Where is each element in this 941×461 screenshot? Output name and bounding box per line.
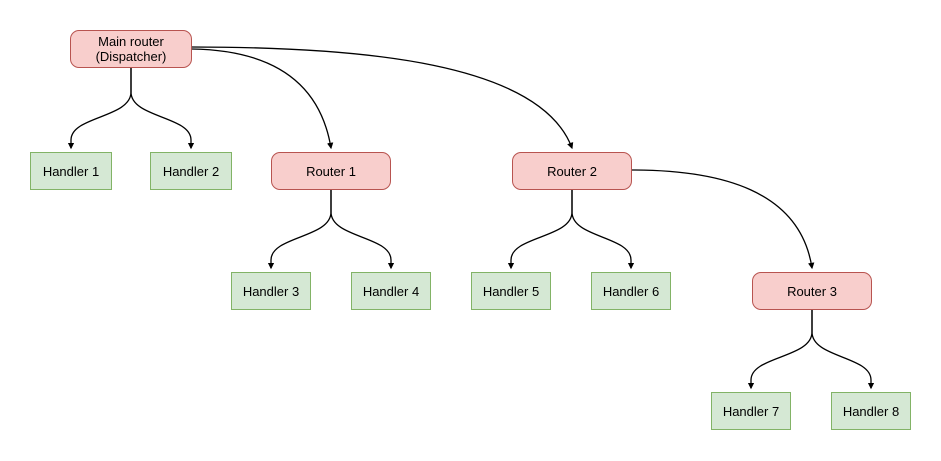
node-main-router[interactable]: Main router (Dispatcher) [70,30,192,68]
node-handler-1[interactable]: Handler 1 [30,152,112,190]
node-router-2[interactable]: Router 2 [512,152,632,190]
edge-main-to-handler-2 [130,68,195,150]
edge-main-to-handler-1 [67,68,132,150]
edge-router2-to-handler-6 [571,190,635,270]
edge-router1-to-handler-4 [330,190,395,270]
node-handler-3[interactable]: Handler 3 [231,272,311,310]
node-handler-2[interactable]: Handler 2 [150,152,232,190]
node-handler-7[interactable]: Handler 7 [711,392,791,430]
edge-router2-to-router-3 [631,169,815,270]
node-router-3[interactable]: Router 3 [752,272,872,310]
node-handler-6[interactable]: Handler 6 [591,272,671,310]
edge-router3-to-handler-8 [811,310,875,390]
node-router-1[interactable]: Router 1 [271,152,391,190]
node-handler-8[interactable]: Handler 8 [831,392,911,430]
edge-router2-to-handler-5 [507,190,573,270]
edge-router1-to-handler-3 [267,190,332,270]
node-handler-4[interactable]: Handler 4 [351,272,431,310]
edge-router3-to-handler-7 [747,310,813,390]
node-handler-5[interactable]: Handler 5 [471,272,551,310]
edge-main-to-router-1 [191,48,334,150]
edge-main-to-router-2 [191,46,574,150]
